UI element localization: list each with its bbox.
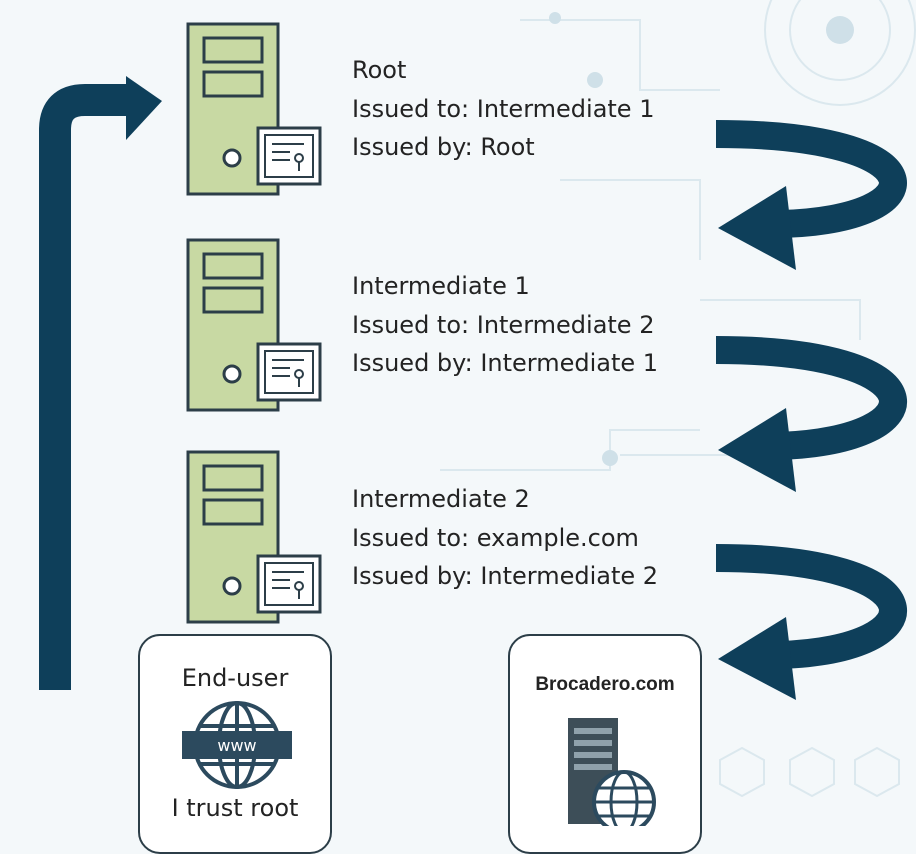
website-card: Brocadero.com: [508, 634, 702, 854]
web-server-icon: [568, 718, 656, 826]
curved-arrow-root-to-intermediate1: [715, 120, 907, 270]
issued-by: Issued by: Intermediate 2: [352, 562, 659, 590]
curved-arrow-intermediate2-to-website: [715, 544, 907, 700]
curved-arrow-intermediate1-to-intermediate2: [715, 336, 907, 492]
level-name: Root: [352, 56, 407, 84]
issued-by: Issued by: Intermediate 1: [352, 349, 659, 377]
circuit-background: [440, 0, 916, 798]
certificate-icon: [256, 126, 322, 186]
up-return-arrow: [39, 76, 162, 690]
intermediate1-label-block: Intermediate 1 Issued to: Intermediate 2…: [352, 267, 658, 383]
website-title: Brocadero.com: [535, 674, 675, 695]
certificate-icon: [256, 554, 322, 614]
intermediate2-label-block: Intermediate 2 Issued to: example.com Is…: [352, 480, 658, 596]
globe-icon: [592, 770, 656, 826]
intermediate2-server-icon: [186, 450, 322, 624]
arrow-layer: [39, 76, 907, 700]
intermediate1-server-icon: [186, 238, 322, 412]
issued-by: Issued by: Root: [352, 133, 535, 161]
root-label-block: Root Issued to: Intermediate 1 Issued by…: [352, 51, 654, 167]
certificate-icon: [256, 342, 322, 402]
globe-icon: www: [182, 701, 292, 789]
level-name: Intermediate 2: [352, 485, 530, 513]
end-user-card: End-user www I trust root: [138, 634, 332, 854]
end-user-caption: I trust root: [171, 794, 299, 822]
end-user-title: End-user: [181, 664, 289, 692]
issued-to: Issued to: Intermediate 1: [352, 94, 655, 123]
root-server-icon: [186, 22, 322, 196]
issued-to: Issued to: Intermediate 2: [352, 310, 655, 339]
level-name: Intermediate 1: [352, 272, 530, 300]
issued-to: Issued to: example.com: [352, 523, 639, 552]
www-badge: www: [217, 736, 256, 755]
